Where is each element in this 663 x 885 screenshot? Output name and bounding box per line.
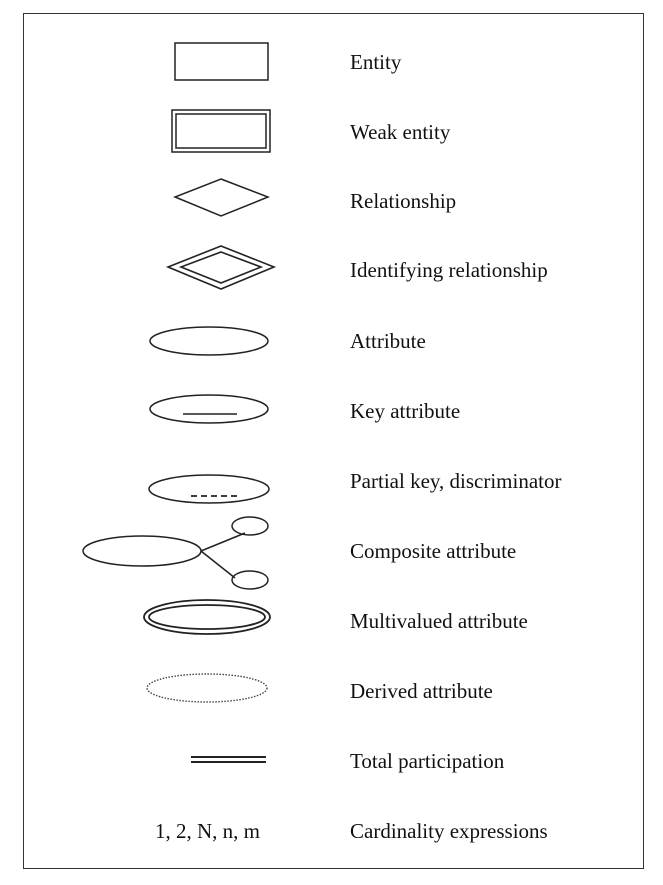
legend-row-derived-attribute: Derived attribute <box>0 666 663 716</box>
legend-label: Weak entity <box>350 120 451 144</box>
entity-rectangle-icon <box>174 42 269 81</box>
legend-row-multivalued-attribute: Multivalued attribute <box>0 596 663 646</box>
legend-row-cardinality: 1, 2, N, n, m Cardinality expressions <box>0 806 663 856</box>
legend-row-partial-key: Partial key, discriminator <box>0 456 663 506</box>
legend-label: Cardinality expressions <box>350 819 548 843</box>
legend-label: Identifying relationship <box>350 258 548 282</box>
key-attribute-ellipse-icon <box>149 394 269 424</box>
total-participation-double-line-icon <box>191 756 266 763</box>
legend-label: Total participation <box>350 749 505 773</box>
legend-row-composite-attribute: Composite attribute <box>0 516 663 590</box>
legend-row-entity: Entity <box>0 37 663 87</box>
legend-label: Composite attribute <box>350 539 517 563</box>
legend-row-attribute: Attribute <box>0 316 663 366</box>
legend-row-weak-entity: Weak entity <box>0 107 663 157</box>
composite-attribute-icon <box>82 516 269 590</box>
legend-label: Derived attribute <box>350 679 493 703</box>
derived-attribute-dotted-ellipse-icon <box>146 673 268 703</box>
identifying-relationship-double-diamond-icon <box>165 245 277 290</box>
cardinality-symbols-text: 1, 2, N, n, m <box>155 819 260 843</box>
legend-row-identifying-relationship: Identifying relationship <box>0 245 663 295</box>
partial-key-ellipse-icon <box>148 474 270 504</box>
legend-label: Key attribute <box>350 399 461 423</box>
legend-row-key-attribute: Key attribute <box>0 386 663 436</box>
legend-label: Entity <box>350 50 402 74</box>
legend-label: Partial key, discriminator <box>350 469 562 493</box>
legend-label: Relationship <box>350 189 457 213</box>
multivalued-attribute-double-ellipse-icon <box>143 599 271 635</box>
legend-row-relationship: Relationship <box>0 176 663 226</box>
relationship-diamond-icon <box>172 178 271 217</box>
legend-label: Multivalued attribute <box>350 609 528 633</box>
legend-frame <box>23 13 644 869</box>
legend-row-total-participation: Total participation <box>0 736 663 786</box>
legend-label: Attribute <box>350 329 426 353</box>
attribute-ellipse-icon <box>149 326 269 356</box>
weak-entity-double-rectangle-icon <box>171 109 271 153</box>
